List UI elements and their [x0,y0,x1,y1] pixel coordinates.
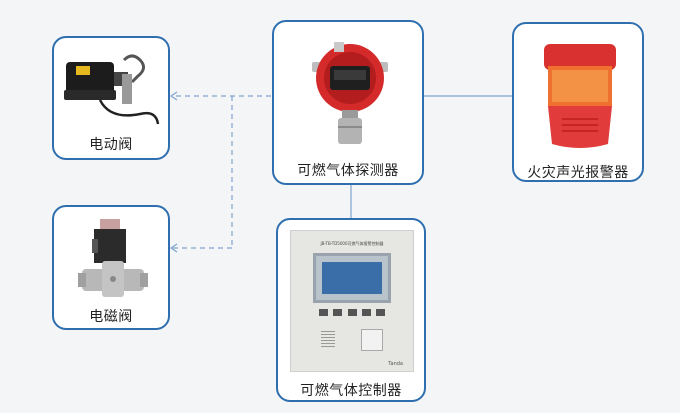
controller-brand: Tanda [388,361,403,367]
controller-buttons [319,309,385,317]
controller-vent [321,331,335,349]
alarm-card: 火灾声光报警器 [512,22,644,182]
controller-label: 可燃气体控制器 [300,383,402,399]
controller-printer [361,329,383,351]
controller-image: JB-TB-TD5000可燃气体报警控制器 Tanda [290,230,414,372]
motor-valve-label: 电动阀 [89,137,133,153]
solenoid-valve-card: 电磁阀 [52,205,170,330]
detector-image [312,42,388,144]
solenoid-valve-label: 电磁阀 [89,309,133,325]
arrow-motor-valve [169,91,178,101]
motor-valve-image [64,54,160,125]
solenoid-valve-image [78,219,148,297]
arrow-solenoid-valve [169,243,178,253]
controller-card: JB-TB-TD5000可燃气体报警控制器 Tanda 可燃气体控制器 [276,218,426,402]
controller-model-text: JB-TB-TD5000可燃气体报警控制器 [320,241,384,246]
detector-card: 可燃气体探测器 [272,20,424,185]
detector-label: 可燃气体探测器 [297,163,399,179]
controller-screen [313,253,391,303]
alarm-label: 火灾声光报警器 [527,165,629,181]
motor-valve-card: 电动阀 [52,36,170,160]
alarm-image [544,44,616,148]
